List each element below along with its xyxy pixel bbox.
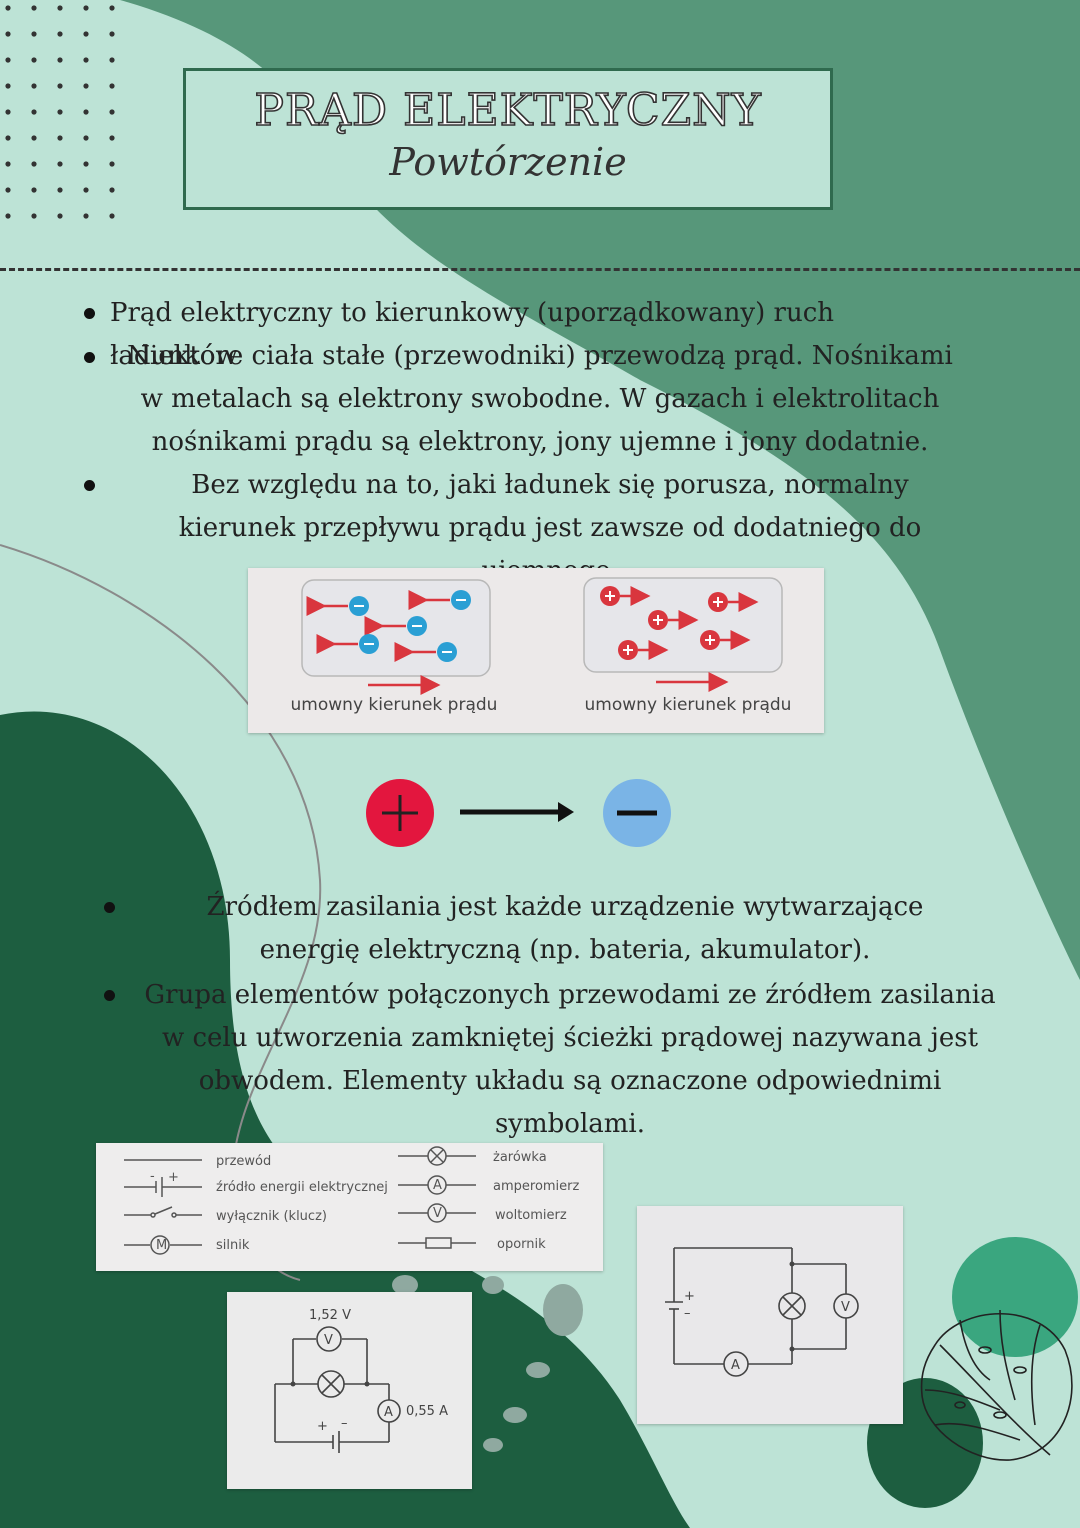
bullet-text-5: Grupa elementów połączonych przewodami z… <box>144 980 996 1139</box>
bullet-dot <box>104 990 115 1001</box>
legend-label: amperomierz <box>493 1179 580 1194</box>
svg-text:V: V <box>433 1206 442 1221</box>
ammeter-symbol: A <box>731 1358 740 1373</box>
voltage-reading: 1,52 V <box>309 1308 351 1323</box>
charges-photo: umowny kierunek prądu umowny kierunek pr… <box>248 568 824 733</box>
leaf-icon <box>920 1309 1073 1461</box>
bullet-dot <box>84 480 95 491</box>
legend-label: woltomierz <box>495 1208 567 1223</box>
svg-text:-: - <box>150 1169 155 1184</box>
legend-label: żarówka <box>493 1150 547 1165</box>
svg-text:+: + <box>168 1170 179 1185</box>
circuit-photo-2: A V + – <box>637 1206 903 1424</box>
current-direction-diagram <box>366 779 671 847</box>
legend-label: silnik <box>216 1238 250 1253</box>
ammeter-symbol: A <box>384 1405 393 1420</box>
svg-text:+: + <box>684 1289 695 1304</box>
voltmeter-symbol: V <box>841 1300 850 1315</box>
svg-text:–: – <box>341 1416 348 1431</box>
legend-label: opornik <box>497 1237 546 1252</box>
page-title: PRĄD ELEKTRYCZNY <box>254 84 762 137</box>
bullet-dot <box>104 902 115 913</box>
legend-label: źródło energii elektrycznej <box>216 1180 388 1195</box>
svg-text:+: + <box>317 1419 328 1434</box>
bullet-text-1: Prąd elektryczny to kierunkowy (uporządk… <box>110 298 835 371</box>
bullet-text-4: Źródłem zasilania jest każde urządzenie … <box>206 892 924 965</box>
svg-text:–: – <box>684 1306 691 1321</box>
legend-label: przewód <box>216 1154 271 1169</box>
bullet-dot <box>84 308 95 319</box>
svg-text:M: M <box>156 1238 167 1253</box>
legend-label: wyłącznik (klucz) <box>216 1209 327 1224</box>
right-caption: umowny kierunek prądu <box>585 695 792 715</box>
title-box: PRĄD ELEKTRYCZNY Powtórzenie <box>183 68 833 210</box>
svg-text:A: A <box>433 1178 442 1193</box>
voltmeter-symbol: V <box>324 1333 333 1348</box>
symbols-legend: -+ M przewód źródło energii elektrycznej… <box>96 1143 603 1271</box>
bullet-text-2: Niektóre ciała stałe (przewodniki) przew… <box>127 341 953 457</box>
bullet-dot <box>84 352 95 363</box>
dashed-divider <box>0 268 1080 271</box>
circuit-photo-1: V A 1,52 V 0,55 A +– <box>227 1292 472 1489</box>
page-subtitle: Powtórzenie <box>389 140 627 184</box>
left-caption: umowny kierunek prądu <box>291 695 498 715</box>
current-reading: 0,55 A <box>406 1404 448 1419</box>
